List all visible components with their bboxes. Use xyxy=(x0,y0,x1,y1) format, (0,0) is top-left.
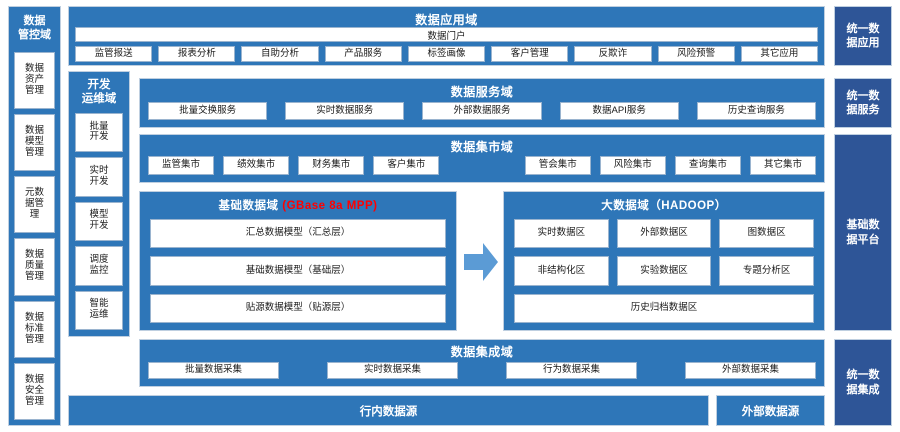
data-integration-item-list: 批量数据采集 实时数据采集 行为数据采集 外部数据采集 xyxy=(148,362,816,379)
data-application-domain: 数据应用域 数据门户 监管报送 报表分析 自助分析 产品服务 标签画像 客户管理… xyxy=(68,6,825,66)
app-item-regulatory-report[interactable]: 监管报送 xyxy=(75,46,153,62)
data-mart-domain: 数据集市域 监管集市 绩效集市 财务集市 客户集市 管会集市 风险集市 查询集市… xyxy=(139,134,825,183)
devops-item-realtime-dev[interactable]: 实时 开发 xyxy=(75,157,123,197)
devops-domain-column: 开发 运维域 批量 开发 实时 开发 模型 开发 xyxy=(68,71,130,337)
big-zone-history-archive[interactable]: 历史归档数据区 xyxy=(514,293,814,323)
internal-data-source-label: 行内数据源 xyxy=(359,405,418,418)
governance-item-data-model[interactable]: 数据 模型 管理 xyxy=(14,113,55,171)
external-data-source-bar: 外部数据源 xyxy=(716,395,825,426)
devops-title-line-2: 运维域 xyxy=(81,93,117,106)
mart-list-spacer xyxy=(448,156,515,175)
data-mart-item-list: 监管集市 绩效集市 财务集市 客户集市 管会集市 风险集市 查询集市 其它集市 xyxy=(148,156,817,175)
big-data-domain: 大数据域（HADOOP） 实时数据区 外部数据区 图数据区 非结构化区 实验数据… xyxy=(503,191,825,331)
governance-item-data-standard[interactable]: 数据 标准 管理 xyxy=(14,300,55,358)
data-portal-bar[interactable]: 数据门户 xyxy=(75,27,818,42)
devops-item-schedule-monitor[interactable]: 调度 监控 xyxy=(75,246,123,286)
devops-item-list: 批量 开发 实时 开发 模型 开发 调度 监控 xyxy=(69,112,129,336)
governance-item-data-security[interactable]: 数据 安全 管理 xyxy=(14,362,55,420)
data-service-domain-title: 数据服务域 xyxy=(450,85,514,99)
basic-data-domain-title: 基础数据域 (GBase 8a MPP) xyxy=(140,192,456,213)
big-data-zone-row-3: 历史归档数据区 xyxy=(514,293,814,323)
app-item-product-service[interactable]: 产品服务 xyxy=(324,46,402,62)
rail-platform-label: 基础数 据平台 xyxy=(846,219,880,246)
big-zone-thematic-analysis[interactable]: 专题分析区 xyxy=(719,256,815,286)
mart-item-finance[interactable]: 财务集市 xyxy=(298,156,365,175)
mart-item-customer[interactable]: 客户集市 xyxy=(373,156,440,175)
data-service-domain: 数据服务域 批量交换服务 实时数据服务 外部数据服务 数据API服务 历史查询服… xyxy=(139,78,825,128)
mart-item-other[interactable]: 其它集市 xyxy=(749,156,817,175)
big-data-zone-grid: 实时数据区 外部数据区 图数据区 非结构化区 实验数据区 专题分析区 历史归档数… xyxy=(514,219,815,323)
data-application-item-list: 监管报送 报表分析 自助分析 产品服务 标签画像 客户管理 反欺诈 风险预警 其… xyxy=(75,46,818,62)
rail-integration-label: 统一数 据集成 xyxy=(846,369,880,396)
rail-app-label: 统一数 据应用 xyxy=(846,22,880,49)
rail-unified-data-integration: 统一数 据集成 xyxy=(834,339,892,426)
governance-domain-column: 数据 管控域 数据 资产 管理 数据 模型 管理 元数 xyxy=(8,6,61,426)
big-zone-experiment[interactable]: 实验数据区 xyxy=(616,256,712,286)
governance-domain-title: 数据 管控域 xyxy=(18,7,51,52)
big-data-zone-row-2: 非结构化区 实验数据区 专题分析区 xyxy=(514,256,815,286)
integration-item-external-collection[interactable]: 外部数据采集 xyxy=(685,362,816,379)
flow-arrow-icon xyxy=(464,243,498,281)
big-zone-graph[interactable]: 图数据区 xyxy=(719,219,815,249)
basic-data-domain-tech-label: (GBase 8a MPP) xyxy=(282,200,378,212)
app-item-anti-fraud[interactable]: 反欺诈 xyxy=(574,46,652,62)
devops-item-batch-dev[interactable]: 批量 开发 xyxy=(75,112,123,153)
big-zone-unstructured[interactable]: 非结构化区 xyxy=(514,256,609,286)
service-item-realtime-data[interactable]: 实时数据服务 xyxy=(285,102,405,120)
integration-item-behavior-collection[interactable]: 行为数据采集 xyxy=(506,362,637,379)
data-service-item-list: 批量交换服务 实时数据服务 外部数据服务 数据API服务 历史查询服务 xyxy=(148,102,817,120)
devops-item-smart-ops[interactable]: 智能 运维 xyxy=(75,290,123,331)
basic-model-source-layer[interactable]: 贴源数据模型（贴源层） xyxy=(150,293,446,323)
big-data-zone-row-1: 实时数据区 外部数据区 图数据区 xyxy=(514,219,815,249)
basic-data-model-list: 汇总数据模型（汇总层） 基础数据模型（基础层） 贴源数据模型（贴源层） xyxy=(150,219,446,323)
app-item-customer-management[interactable]: 客户管理 xyxy=(491,46,569,62)
data-application-domain-title: 数据应用域 xyxy=(415,13,478,27)
mart-item-query[interactable]: 查询集市 xyxy=(674,156,741,175)
app-item-self-service-analysis[interactable]: 自助分析 xyxy=(241,46,319,62)
external-data-source-label: 外部数据源 xyxy=(741,405,800,418)
internal-data-source-bar: 行内数据源 xyxy=(68,395,709,426)
mart-item-performance[interactable]: 绩效集市 xyxy=(223,156,290,175)
rail-unified-data-application: 统一数 据应用 xyxy=(834,6,892,66)
rail-unified-data-service: 统一数 据服务 xyxy=(834,78,892,128)
service-item-external-data[interactable]: 外部数据服务 xyxy=(422,102,542,120)
rail-service-label: 统一数 据服务 xyxy=(846,89,880,116)
governance-title-line-2: 管控域 xyxy=(18,28,51,41)
basic-data-domain: 基础数据域 (GBase 8a MPP) 汇总数据模型（汇总层） 基础数据模型（… xyxy=(139,191,457,331)
service-item-data-api[interactable]: 数据API服务 xyxy=(559,102,679,120)
basic-model-foundation-layer[interactable]: 基础数据模型（基础层） xyxy=(150,256,446,286)
data-integration-domain: 数据集成域 批量数据采集 实时数据采集 行为数据采集 外部数据采集 xyxy=(139,339,825,387)
devops-domain-title: 开发 运维域 xyxy=(82,72,117,113)
big-data-domain-title: 大数据域（HADOOP） xyxy=(601,200,727,212)
service-item-batch-exchange[interactable]: 批量交换服务 xyxy=(148,102,268,120)
devops-title-line-1: 开发 xyxy=(87,79,111,91)
basic-model-summary-layer[interactable]: 汇总数据模型（汇总层） xyxy=(150,219,446,249)
app-item-other-apps[interactable]: 其它应用 xyxy=(740,46,818,62)
basic-data-domain-title-main: 基础数据域 xyxy=(218,200,283,212)
governance-title-line-1: 数据 xyxy=(23,15,46,27)
data-integration-domain-title: 数据集成域 xyxy=(450,345,514,359)
governance-item-data-asset[interactable]: 数据 资产 管理 xyxy=(14,51,55,109)
rail-basic-data-platform: 基础数 据平台 xyxy=(834,134,892,331)
data-mart-domain-title: 数据集市域 xyxy=(450,140,514,154)
governance-item-list: 数据 资产 管理 数据 模型 管理 元数 据管 理 xyxy=(9,51,60,426)
app-item-tag-profile[interactable]: 标签画像 xyxy=(407,46,486,62)
integration-item-realtime-collection[interactable]: 实时数据采集 xyxy=(327,362,458,379)
governance-item-metadata[interactable]: 元数 据管 理 xyxy=(14,176,55,234)
big-zone-realtime[interactable]: 实时数据区 xyxy=(514,219,609,249)
service-item-history-query[interactable]: 历史查询服务 xyxy=(696,102,817,120)
mart-item-risk[interactable]: 风险集市 xyxy=(599,156,666,175)
app-item-report-analysis[interactable]: 报表分析 xyxy=(158,46,236,62)
devops-item-model-dev[interactable]: 模型 开发 xyxy=(75,201,123,242)
app-item-risk-alert[interactable]: 风险预警 xyxy=(657,46,735,62)
big-zone-external[interactable]: 外部数据区 xyxy=(616,219,712,249)
mart-item-regulatory[interactable]: 监管集市 xyxy=(148,156,215,175)
governance-item-data-quality[interactable]: 数据 质量 管理 xyxy=(14,238,55,296)
mart-item-management-accounting[interactable]: 管会集市 xyxy=(524,156,591,175)
integration-item-batch-collection[interactable]: 批量数据采集 xyxy=(148,362,279,379)
